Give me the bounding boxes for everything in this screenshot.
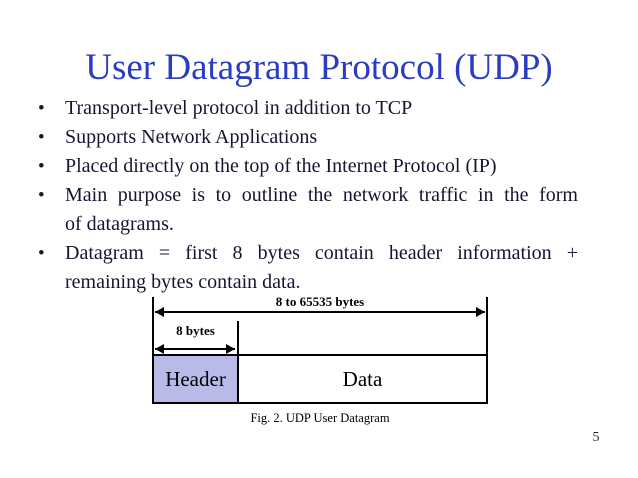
slide-title: User Datagram Protocol (UDP) xyxy=(85,47,553,88)
bullet-list: • Transport-level protocol in addition to… xyxy=(30,94,590,297)
bullet-item: • Supports Network Applications xyxy=(30,123,590,152)
datagram-box: Header Data xyxy=(152,354,488,404)
bullet-marker-icon: • xyxy=(38,127,45,148)
header-divider-line xyxy=(237,321,239,356)
bullet-text: Supports Network Applications xyxy=(65,126,318,148)
bullet-text: Datagram = first 8 bytes contain header … xyxy=(65,242,578,293)
bullet-marker-icon: • xyxy=(38,156,45,177)
bullet-text: Main purpose is to outline the network t… xyxy=(65,184,578,235)
total-span-label: 8 to 65535 bytes xyxy=(275,294,365,309)
bullet-marker-icon: • xyxy=(38,98,45,119)
data-cell: Data xyxy=(239,356,486,402)
header-span-arrow-icon xyxy=(155,344,235,354)
bullet-item: • Placed directly on the top of the Inter… xyxy=(30,152,590,181)
bullet-text: Transport-level protocol in addition to … xyxy=(65,97,413,119)
total-span-arrow-icon xyxy=(155,307,485,317)
header-cell: Header xyxy=(154,356,239,402)
bullet-item: • Transport-level protocol in addition to… xyxy=(30,94,590,123)
udp-datagram-figure: 8 to 65535 bytes 8 bytes Header Data xyxy=(152,294,488,404)
page-number: 5 xyxy=(592,430,600,445)
bullet-marker-icon: • xyxy=(38,185,45,206)
bullet-marker-icon: • xyxy=(38,243,45,264)
bullet-text: Placed directly on the top of the Intern… xyxy=(65,155,497,177)
header-span-label: 8 bytes xyxy=(176,323,215,338)
bullet-item: • Main purpose is to outline the network … xyxy=(30,181,590,239)
figure-caption: Fig. 2. UDP User Datagram xyxy=(250,411,390,425)
bullet-item: • Datagram = first 8 bytes contain header… xyxy=(30,239,590,297)
